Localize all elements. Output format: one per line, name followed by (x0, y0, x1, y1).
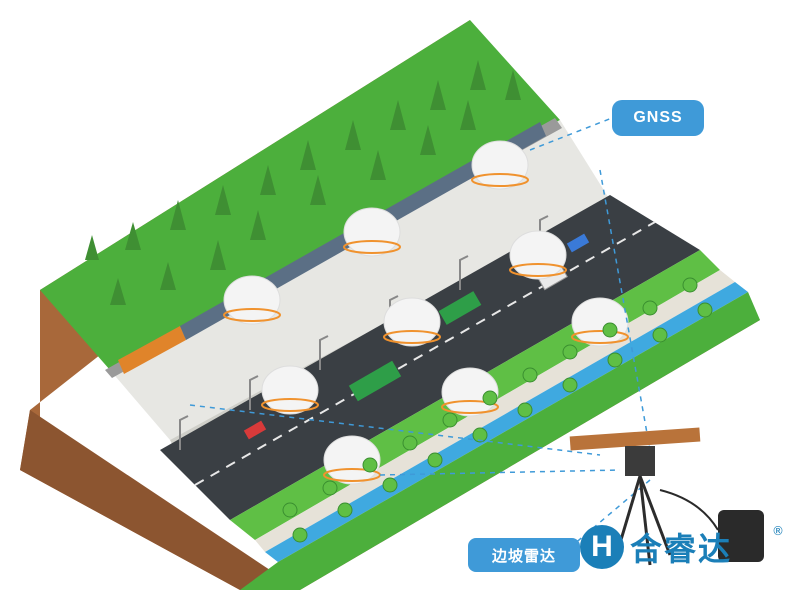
bus-green-2 (438, 291, 482, 325)
slope-radar-device (569, 427, 764, 566)
road-centerline (194, 221, 656, 486)
gnss-label: GNSS (612, 100, 704, 136)
gnss-dome (471, 140, 529, 190)
car-red (243, 420, 267, 440)
trees-roadside (282, 277, 713, 543)
car-blue (566, 233, 590, 253)
gnss-dome (261, 365, 319, 415)
gnss-dome (223, 275, 281, 325)
trees-slope (85, 60, 521, 305)
gnss-dome (571, 297, 629, 347)
gnss-dome (383, 297, 441, 347)
brand-logo: H 合睿达 (580, 524, 732, 570)
river (265, 282, 748, 562)
registered-mark: ® (772, 524, 784, 538)
gnss-dome (441, 367, 499, 417)
gnss-dome (509, 230, 567, 280)
rock-face (110, 120, 610, 440)
brand-mark-icon: H (580, 525, 624, 569)
grass-bottom (240, 292, 760, 590)
soil-front (20, 410, 300, 590)
gnss-dome (343, 207, 401, 257)
signal-lines (189, 117, 651, 557)
brand-name: 合睿达 (630, 530, 733, 568)
bus-green-1 (348, 360, 402, 402)
gnss-domes (223, 140, 629, 485)
slope-radar-label: 边坡雷达 (468, 538, 580, 572)
